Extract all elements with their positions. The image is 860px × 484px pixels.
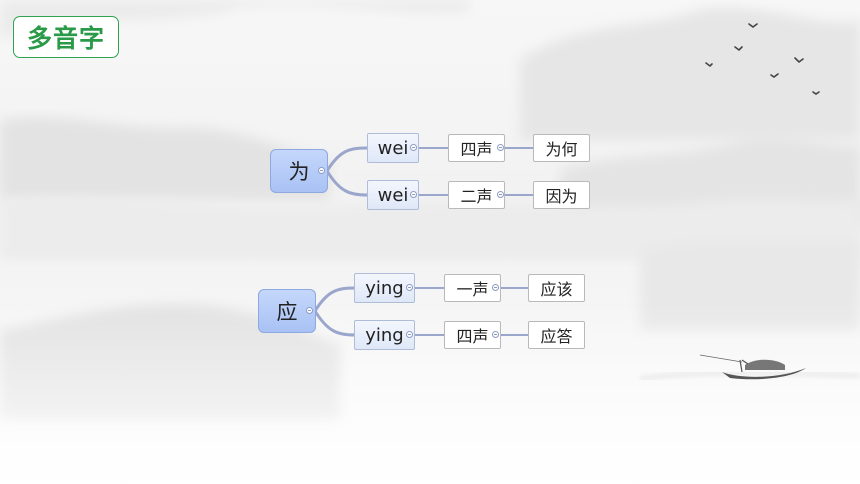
word-node[interactable]: 应答 [528, 321, 585, 349]
tone-label: 四声 [460, 140, 493, 159]
collapse-toggle-icon[interactable] [306, 307, 313, 314]
collapse-toggle-icon[interactable] [492, 284, 499, 291]
tone-label: 一声 [456, 280, 489, 299]
pinyin-label: ying [365, 324, 404, 346]
word-node[interactable]: 为何 [533, 134, 590, 162]
pinyin-node[interactable]: ying [354, 273, 415, 303]
word-label: 应该 [540, 280, 573, 299]
tone-node[interactable]: 四声 [448, 134, 505, 162]
tone-node[interactable]: 一声 [444, 274, 501, 302]
collapse-toggle-icon[interactable] [497, 191, 504, 198]
pinyin-node[interactable]: ying [354, 320, 415, 350]
connector-ying-upper [313, 286, 357, 313]
root-label: 应 [276, 300, 298, 324]
connector-wei-lower [325, 169, 369, 197]
collapse-toggle-icon[interactable] [492, 331, 499, 338]
tone-node[interactable]: 二声 [448, 181, 505, 209]
tone-label: 四声 [456, 327, 489, 346]
pinyin-label: wei [377, 184, 409, 206]
collapse-toggle-icon[interactable] [497, 144, 504, 151]
word-label: 因为 [545, 187, 578, 206]
collapse-toggle-icon[interactable] [410, 144, 417, 151]
collapse-toggle-icon[interactable] [410, 191, 417, 198]
word-label: 为何 [545, 140, 578, 159]
tone-node[interactable]: 四声 [444, 321, 501, 349]
collapse-toggle-icon[interactable] [406, 284, 413, 291]
word-node[interactable]: 应该 [528, 274, 585, 302]
word-label: 应答 [540, 327, 573, 346]
pinyin-label: wei [377, 137, 409, 159]
connector-wei-upper [325, 146, 369, 173]
root-label: 为 [288, 160, 310, 184]
connector-ying-lower [313, 309, 357, 337]
collapse-toggle-icon[interactable] [318, 167, 325, 174]
page-title: 多音字 [26, 24, 105, 53]
word-node[interactable]: 因为 [533, 181, 590, 209]
pinyin-label: ying [365, 277, 404, 299]
page-title-box: 多音字 [13, 16, 119, 58]
collapse-toggle-icon[interactable] [406, 331, 413, 338]
tone-label: 二声 [460, 187, 493, 206]
